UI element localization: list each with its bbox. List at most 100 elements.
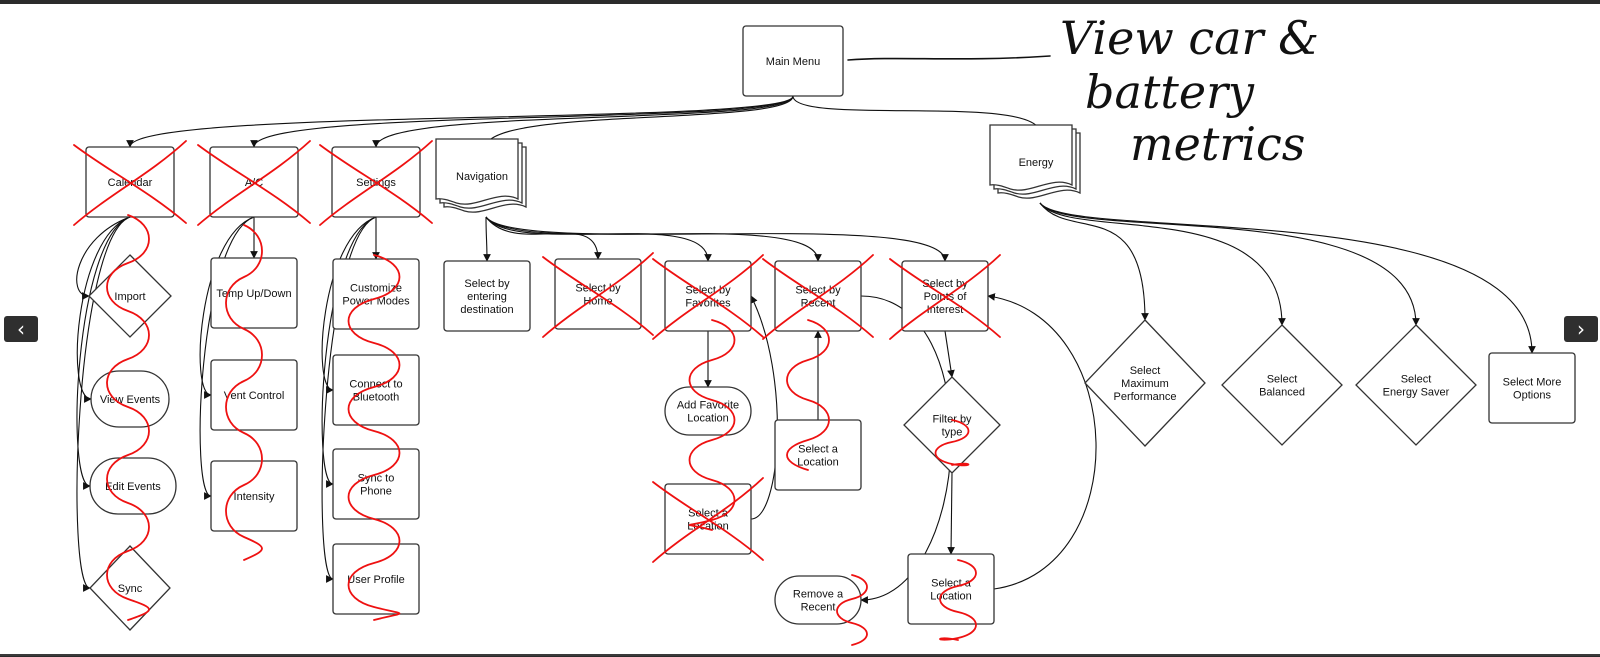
edge-select-poi-to-filter-type: [944, 330, 955, 378]
scribble-poi-location: [939, 559, 977, 641]
edge-ac-to-intensity: [199, 216, 255, 500]
bluetooth-label-line: Connect to: [349, 379, 402, 391]
edge-filter-type-to-poi-location: [947, 472, 955, 555]
select-recent-label-line: Select by: [795, 285, 841, 297]
temp-label: Temp Up/Down: [216, 288, 291, 300]
select-recent-label-line: Recent: [801, 298, 836, 310]
edge-settings-to-bluetooth: [321, 216, 377, 394]
node-view-events: View Events: [90, 370, 170, 428]
vent-shape: [210, 359, 298, 431]
temp-shape: [210, 257, 298, 329]
recent-location-shape: [774, 419, 862, 491]
scribble-settings-column: [347, 254, 401, 621]
energy-saver-label-line: Select: [1401, 374, 1432, 386]
balanced-label-line: Select: [1267, 374, 1298, 386]
bluetooth-label-line: Bluetooth: [353, 392, 399, 404]
edge-navigation-to-select-favorites: [485, 216, 712, 262]
view-events-label: View Events: [100, 394, 161, 406]
energy-saver-shape: [1355, 324, 1477, 446]
scribble-ac-column: [225, 224, 263, 561]
cross-out-calendar-a: [73, 144, 187, 224]
chevron-right-icon[interactable]: ›: [1564, 316, 1598, 342]
note-line-2: battery: [1085, 65, 1255, 119]
filter-type-label-line: type: [942, 427, 963, 439]
navigation-label: Navigation: [456, 171, 508, 183]
edge-calendar-to-sync: [76, 216, 131, 592]
edge-energy-to-energy-saver: [1039, 202, 1420, 326]
node-main-menu: Main Menu: [742, 25, 844, 97]
select-entering-label-line: destination: [460, 304, 513, 316]
intensity-label: Intensity: [234, 491, 275, 503]
vent-label: Vent Control: [224, 390, 285, 402]
filter-type-shape: [903, 376, 1001, 474]
sync-label: Sync: [118, 583, 143, 595]
add-favorite-label-line: Add Favorite: [677, 400, 739, 412]
more-options-shape: [1488, 352, 1576, 424]
view-events-shape: [90, 370, 170, 428]
node-energy: Energy: [989, 124, 1081, 199]
scribble-remove-recent: [836, 574, 868, 646]
recent-location-label-line: Select a: [798, 444, 839, 456]
select-poi-label-line: Select by: [922, 278, 968, 290]
sync-shape: [89, 545, 171, 631]
power-modes-shape: [332, 258, 420, 330]
edit-events-label: Edit Events: [105, 481, 161, 493]
edge-poi-location-to-select-poi: [987, 293, 1097, 590]
chevron-left-icon[interactable]: ‹: [4, 316, 38, 342]
edge-energy-to-balanced: [1039, 202, 1286, 326]
sync-label-line: Sync: [118, 583, 143, 595]
remove-recent-label-line: Recent: [801, 602, 836, 614]
node-edit-events: Edit Events: [89, 457, 177, 515]
cross-out-select-home-b: [542, 252, 654, 338]
edge-main-menu-to-ac: [250, 95, 794, 148]
handwritten-note: View car & battery metrics: [847, 11, 1319, 171]
more-options-label-line: Select More: [1503, 377, 1562, 389]
max-performance-label-line: Performance: [1114, 391, 1177, 403]
scribble-filter: [934, 419, 970, 467]
select-poi-label-line: Interest: [927, 304, 964, 316]
max-performance-label-line: Maximum: [1121, 378, 1169, 390]
main-menu-label: Main Menu: [766, 56, 820, 68]
energy-sheet-0: [989, 124, 1073, 191]
more-options-label-line: Options: [1513, 390, 1551, 402]
select-entering-label-line: entering: [467, 291, 507, 303]
cross-out-select-favorites-a: [652, 258, 764, 338]
cross-out-select-poi-a: [889, 258, 1001, 338]
edge-settings-to-user-profile: [321, 216, 377, 583]
sync-phone-label-line: Sync to: [358, 473, 395, 485]
cross-out-calendar-b: [73, 140, 187, 226]
sync-phone-label-line: Phone: [360, 486, 392, 498]
node-vent: Vent Control: [210, 359, 298, 431]
edge-main-menu-to-calendar: [126, 95, 794, 148]
cross-out-select-recent-b: [762, 254, 874, 340]
cross-out-select-poi-b: [889, 254, 1001, 340]
max-performance-label-line: Select: [1130, 365, 1161, 377]
energy-label-line: Energy: [1019, 157, 1054, 169]
recent-location-label-line: Location: [797, 457, 839, 469]
edge-settings-to-sync-phone: [321, 216, 377, 488]
poi-location-label-line: Location: [930, 591, 972, 603]
edge-energy-to-max-performance: [1039, 202, 1149, 321]
main-menu-shape: [742, 25, 844, 97]
scribble-recent-column: [786, 319, 830, 471]
temp-label-line: Temp Up/Down: [216, 288, 291, 300]
add-favorite-shape: [664, 386, 752, 436]
edge-main-menu-to-settings: [372, 95, 794, 148]
